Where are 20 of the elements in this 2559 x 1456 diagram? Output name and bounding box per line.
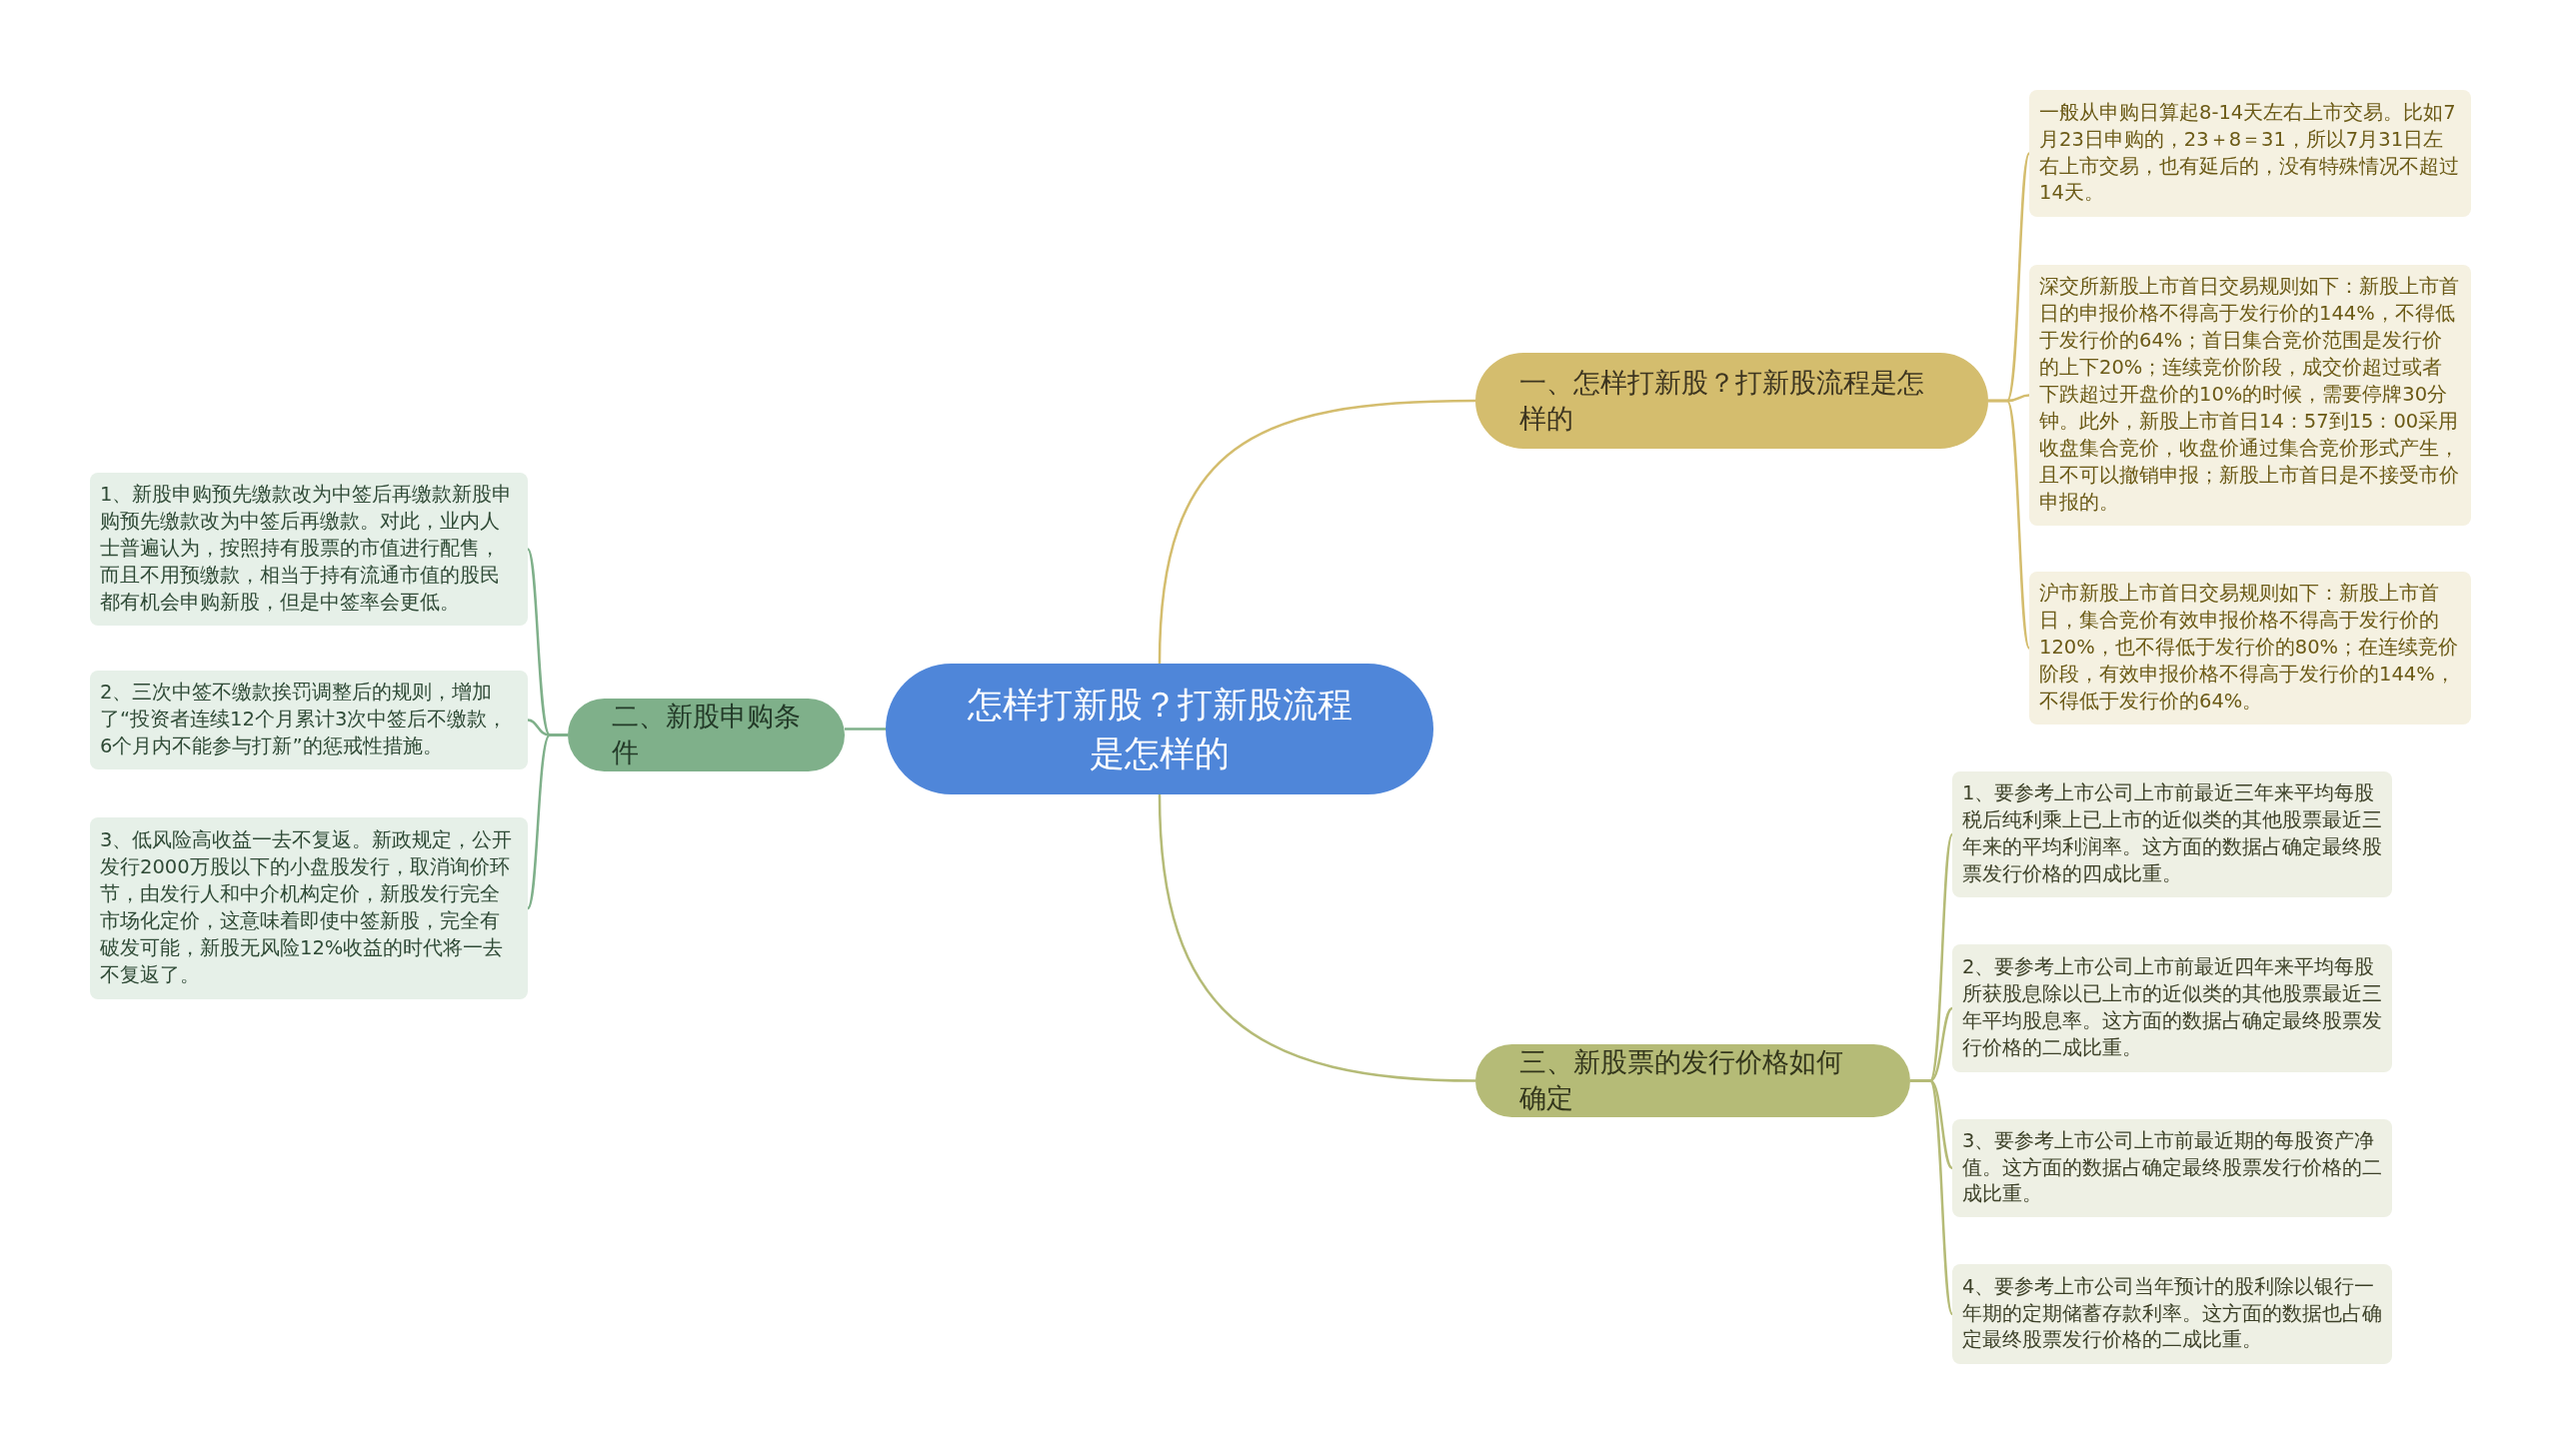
branch-topic: 三、新股票的发行价格如何确定 bbox=[1475, 1044, 1910, 1117]
note-card: 3、要参考上市公司上市前最近期的每股资产净值。这方面的数据占确定最终股票发行价格的二成比重。 bbox=[1952, 1119, 2392, 1217]
note-card: 3、低风险高收益一去不复返。新政规定，公开发行2000万股以下的小盘股发行，取消询价环节，由发行人和中介机构定价，新股发行完全市场化定价，这意味着即使中签新股，完全有破发可能，新股无风险12%收益的时代将一去不复返了。 bbox=[90, 817, 528, 999]
note-card: 1、新股申购预先缴款改为中签后再缴款新股申购预先缴款改为中签后再缴款。对此，业内人士普遍认为，按照持有股票的市值进行配售，而且不用预缴款，相当于持有流通市值的股民都有机会申购新股，但是中签率会更低。 bbox=[90, 473, 528, 626]
connector-line bbox=[1988, 399, 2031, 650]
note-card: 一般从申购日算起8-14天左右上市交易。比如7月23日申购的，23＋8＝31，所以7月31日左右上市交易，也有延后的，没有特殊情况不超过14天。 bbox=[2029, 90, 2471, 217]
connector-line bbox=[1910, 1079, 1954, 1315]
note-card: 沪市新股上市首日交易规则如下：新股上市首日，集合竞价有效申报价格不得高于发行价的120%，也不得低于发行价的80%；在连续竞价阶段，有效申报价格不得高于发行价的144%，不得低于发行价的64%。 bbox=[2029, 572, 2471, 725]
central-topic: 怎样打新股？打新股流程是怎样的 bbox=[886, 664, 1433, 794]
note-card: 1、要参考上市公司上市前最近三年来平均每股税后纯利乘上已上市的近似类的其他股票最近三年来的平均利润率。这方面的数据占确定最终股票发行价格的四成比重。 bbox=[1952, 771, 2392, 897]
note-card: 2、三次中签不缴款挨罚调整后的规则，增加了“投资者连续12个月累计3次中签后不缴款，6个月内不能参与打新”的惩戒性措施。 bbox=[90, 671, 528, 769]
connector-line bbox=[526, 733, 568, 909]
connector-line bbox=[1158, 399, 1476, 665]
note-card: 2、要参考上市公司上市前最近四年来平均每股所获股息除以已上市的近似类的其他股票最近三年平均股息率。这方面的数据占确定最终股票发行价格的二成比重。 bbox=[1952, 944, 2392, 1072]
connector-line bbox=[1158, 793, 1476, 1082]
branch-topic: 二、新股申购条件 bbox=[568, 699, 845, 771]
branch-topic: 一、怎样打新股？打新股流程是怎样的 bbox=[1475, 353, 1988, 449]
connector-line bbox=[845, 728, 886, 730]
note-card: 4、要参考上市公司当年预计的股利除以银行一年期的定期储蓄存款利率。这方面的数据也占确定最终股票发行价格的二成比重。 bbox=[1952, 1264, 2392, 1364]
note-card: 深交所新股上市首日交易规则如下：新股上市首日的申报价格不得高于发行价的144%，不得低于发行价的64%；首日集合竞价范围是发行价的上下20%；连续竞价阶段，成交价超过或者下跌超过开盘价的10%的时候，需要停牌30分钟。此外，新股上市首日14：57到15：00采用收盘集合竞价，收盘价通过集合竞价形式产生，且不可以撤销申报；新股上市首日是不接受市价申报的。 bbox=[2029, 265, 2471, 526]
